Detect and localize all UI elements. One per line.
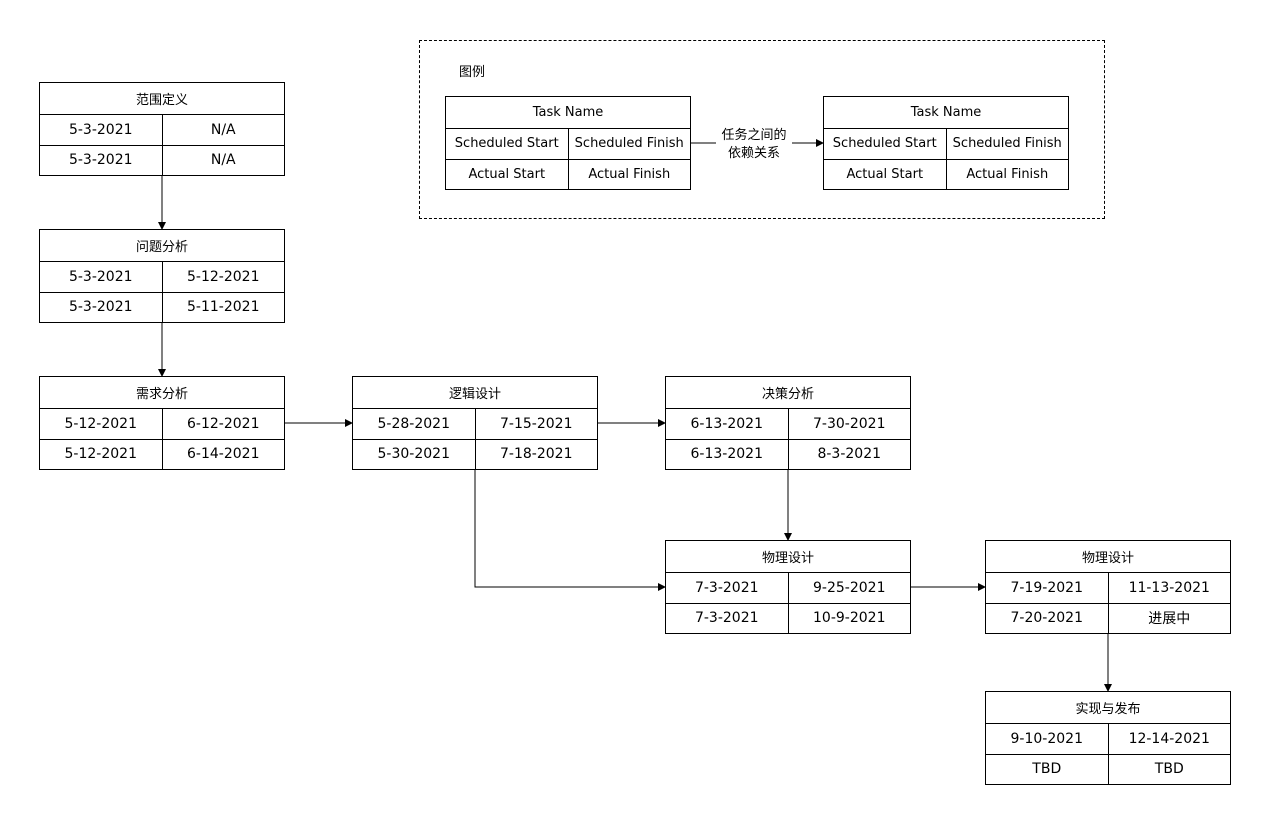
task-title: 范围定义 [135,93,188,108]
task-title: 实现与发布 [1075,702,1141,717]
actual-finish: 7-18-2021 [500,446,573,462]
scheduled-start: 7-3-2021 [666,572,789,603]
legend-scheduled-finish: Scheduled Finish [574,136,684,151]
actual-start: 6-13-2021 [666,439,789,469]
arrow-logical-to-physical [474,470,666,591]
actual-finish: 10-9-2021 [813,610,886,626]
task-node-release: 实现与发布 9-10-2021 12-14-2021 TBD TBD [985,691,1231,785]
legend-scheduled-start: Scheduled Start [824,128,947,159]
legend-relation-label: 任务之间的 依赖关系 [716,127,792,163]
legend-box [419,40,1105,219]
actual-start: 5-12-2021 [40,439,163,469]
scheduled-finish: 11-13-2021 [1128,579,1210,596]
legend-task-name: Task Name [532,105,604,120]
scheduled-start: 5-28-2021 [353,408,476,439]
scheduled-finish: 12-14-2021 [1128,730,1210,747]
task-node-problem: 问题分析 5-3-2021 5-12-2021 5-3-2021 5-11-20… [39,229,285,323]
task-node-scope: 范围定义 5-3-2021 N/A 5-3-2021 N/A [39,82,285,176]
actual-start: TBD [986,754,1109,784]
scheduled-finish: 7-30-2021 [813,415,886,432]
legend-title: 图例 [459,65,486,80]
legend-node-right: Task Name Scheduled Start Scheduled Fini… [823,96,1069,190]
task-node-physical-1: 物理设计 7-3-2021 9-25-2021 7-3-2021 10-9-20… [665,540,911,634]
legend-scheduled-finish: Scheduled Finish [952,136,1062,151]
scheduled-start: 5-12-2021 [40,408,163,439]
task-title: 逻辑设计 [448,387,501,402]
scheduled-start: 6-13-2021 [666,408,789,439]
actual-start: 5-3-2021 [40,145,163,175]
actual-finish: 进展中 [1148,611,1191,627]
task-node-logical: 逻辑设计 5-28-2021 7-15-2021 5-30-2021 7-18-… [352,376,598,470]
relation-label-line2: 依赖关系 [727,146,780,161]
scheduled-finish: 7-15-2021 [500,415,573,432]
actual-finish: N/A [210,152,236,168]
legend-actual-start: Actual Start [446,159,569,189]
legend-node-left: Task Name Scheduled Start Scheduled Fini… [445,96,691,190]
task-title: 物理设计 [761,551,814,566]
task-title: 问题分析 [135,240,188,255]
legend-actual-start: Actual Start [824,159,947,189]
task-node-requirements: 需求分析 5-12-2021 6-12-2021 5-12-2021 6-14-… [39,376,285,470]
legend-scheduled-start: Scheduled Start [446,128,569,159]
scheduled-start: 5-3-2021 [40,114,163,145]
relation-label-line1: 任务之间的 [721,128,787,143]
task-title: 决策分析 [761,387,814,402]
actual-start: 5-30-2021 [353,439,476,469]
scheduled-start: 9-10-2021 [986,723,1109,754]
task-title: 物理设计 [1081,551,1134,566]
scheduled-finish: 5-12-2021 [187,268,260,285]
scheduled-start: 5-3-2021 [40,261,163,292]
scheduled-finish: N/A [210,121,236,138]
legend-actual-finish: Actual Finish [966,166,1049,182]
scheduled-finish: 9-25-2021 [813,579,886,596]
legend-task-name: Task Name [910,105,982,120]
actual-finish: 8-3-2021 [817,446,882,462]
actual-start: 7-20-2021 [986,603,1109,633]
actual-finish: 5-11-2021 [187,299,260,315]
scheduled-finish: 6-12-2021 [187,415,260,432]
task-node-decision: 决策分析 6-13-2021 7-30-2021 6-13-2021 8-3-2… [665,376,911,470]
legend-actual-finish: Actual Finish [588,166,671,182]
task-title: 需求分析 [135,387,188,402]
actual-start: 5-3-2021 [40,292,163,322]
scheduled-start: 7-19-2021 [986,572,1109,603]
actual-start: 7-3-2021 [666,603,789,633]
actual-finish: 6-14-2021 [187,446,260,462]
actual-finish: TBD [1154,761,1184,777]
